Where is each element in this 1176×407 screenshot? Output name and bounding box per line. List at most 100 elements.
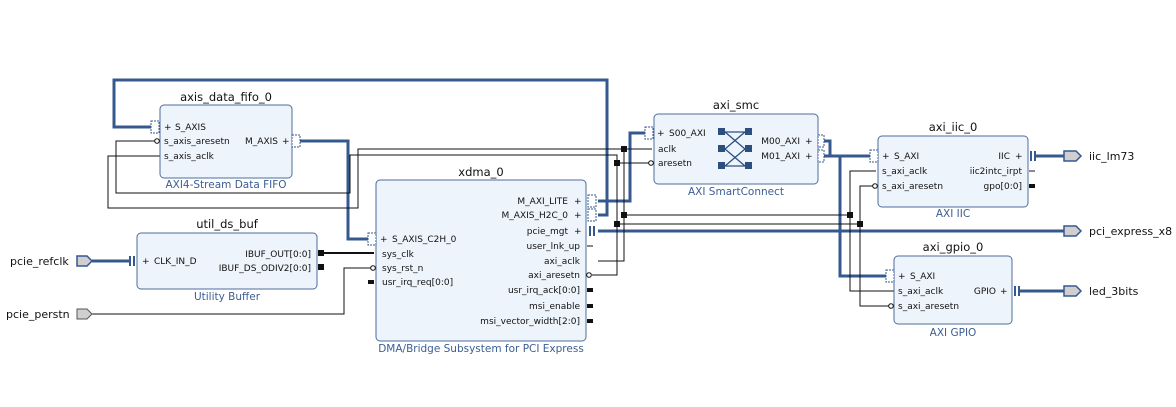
- pin-s-axi-aresetn[interactable]: s_axi_aresetn: [888, 302, 959, 312]
- pin-stub: [1029, 184, 1035, 188]
- port-pcie-refclk[interactable]: pcie_refclk: [10, 255, 94, 268]
- block-subtitle: AXI IIC: [936, 208, 970, 220]
- pin-pcie-mgt[interactable]: pcie_mgt +: [527, 226, 595, 237]
- pin-m01-axi[interactable]: M01_AXI +: [761, 149, 825, 163]
- port-pci-express-x8[interactable]: pci_express_x8: [1063, 225, 1172, 238]
- block-subtitle: DMA/Bridge Subsystem for PCI Express: [378, 343, 584, 355]
- svg-text:S_AXIS: S_AXIS: [175, 123, 206, 133]
- pin-m00-axi[interactable]: M00_AXI +: [761, 134, 825, 148]
- inverted-pin-icon: [370, 265, 376, 271]
- pin-aclk[interactable]: aclk: [658, 145, 677, 155]
- svg-text:s_axi_aclk: s_axi_aclk: [898, 287, 944, 297]
- svg-text:axi_aresetn: axi_aresetn: [528, 271, 580, 281]
- pin-usr-irq-ack[interactable]: usr_irq_ack[0:0]: [508, 286, 593, 296]
- pin-gpio[interactable]: GPIO +: [974, 286, 1020, 297]
- svg-text:M01_AXI: M01_AXI: [761, 152, 800, 162]
- block-title: xdma_0: [458, 165, 503, 179]
- net-h2c-to-fifo[interactable]: [112, 78, 609, 217]
- pin-user-lnk-up[interactable]: user_lnk_up: [527, 242, 593, 252]
- bus-connector-icon: [885, 269, 895, 283]
- svg-text:msi_enable: msi_enable: [529, 302, 580, 312]
- pin-axi-aclk[interactable]: axi_aclk: [544, 257, 581, 267]
- port-iic-lm73[interactable]: iic_lm73: [1063, 150, 1134, 163]
- pin-sys-clk[interactable]: sys_clk: [382, 250, 415, 260]
- plus-icon: +: [1015, 152, 1023, 162]
- pin-ibuf-ds-odiv2[interactable]: IBUF_DS_ODIV2[0:0]: [219, 264, 324, 274]
- pin-s-axis[interactable]: + S_AXIS: [150, 120, 206, 134]
- block-axi-smartconnect[interactable]: axi_smc + S00_AXI aclk aresetn M00_AXI +: [644, 98, 825, 198]
- block-title: axi_gpio_0: [923, 240, 984, 254]
- net-axi-aclk[interactable]: [107, 148, 896, 292]
- net-m01-to-gpio[interactable]: [824, 154, 892, 278]
- pin-usr-irq-req[interactable]: usr_irq_req[0:0]: [368, 278, 453, 288]
- net-fifo-to-c2h[interactable]: [298, 139, 372, 241]
- plus-icon: +: [380, 235, 388, 245]
- bus-connector-icon: [869, 149, 879, 163]
- pin-s-axis-c2h-0[interactable]: + S_AXIS_C2H_0: [367, 232, 457, 246]
- block-util-ds-buf[interactable]: util_ds_buf + CLK_IN_D IBUF_OUT[0:0] IBU…: [129, 217, 324, 303]
- pin-clk-in-d[interactable]: + CLK_IN_D: [129, 256, 197, 267]
- pin-axi-aresetn[interactable]: axi_aresetn: [528, 271, 592, 281]
- svg-text:aresetn: aresetn: [658, 159, 692, 169]
- svg-text:axi_aclk: axi_aclk: [544, 257, 581, 267]
- pin-m-axi-lite[interactable]: M_AXI_LITE +: [517, 194, 597, 208]
- pin-gpo[interactable]: gpo[0:0]: [984, 182, 1035, 192]
- pin-s-axis-aclk[interactable]: s_axis_aclk: [164, 152, 215, 162]
- pin-s00-axi[interactable]: + S00_AXI: [644, 126, 706, 140]
- block-axi-iic[interactable]: axi_iic_0 + S_AXI s_axi_aclk s_axi_arese…: [869, 120, 1036, 220]
- pin-m-axis[interactable]: M_AXIS +: [245, 134, 301, 148]
- pin-s-axi-aresetn[interactable]: s_axi_aresetn: [872, 182, 943, 192]
- bus-connector-icon: [587, 208, 597, 222]
- block-body[interactable]: [877, 135, 1029, 208]
- pin-s-axi-aclk[interactable]: s_axi_aclk: [882, 167, 928, 177]
- net-axi-aresetn[interactable]: [115, 140, 896, 307]
- block-body[interactable]: [136, 232, 318, 290]
- pin-msi-vector-width[interactable]: msi_vector_width[2:0]: [480, 317, 593, 327]
- output-port-icon: [1063, 150, 1083, 162]
- svg-text:pcie_mgt: pcie_mgt: [527, 227, 569, 237]
- block-axi-gpio[interactable]: axi_gpio_0 + S_AXI s_axi_aclk s_axi_ares…: [885, 240, 1020, 339]
- block-body[interactable]: [893, 255, 1013, 325]
- net-perstn[interactable]: [92, 267, 374, 315]
- net-axilite-to-smc[interactable]: [598, 131, 648, 203]
- svg-text:gpo[0:0]: gpo[0:0]: [984, 182, 1022, 192]
- pin-s-axi[interactable]: + S_AXI: [885, 269, 935, 283]
- port-led-3bits[interactable]: led_3bits: [1063, 285, 1139, 298]
- pin-msi-enable[interactable]: msi_enable: [529, 302, 593, 312]
- svg-text:S_AXIS_C2H_0: S_AXIS_C2H_0: [392, 235, 457, 245]
- pin-m-axis-h2c-0[interactable]: M_AXIS_H2C_0 +: [502, 208, 597, 222]
- svg-text:usr_irq_ack[0:0]: usr_irq_ack[0:0]: [508, 286, 580, 296]
- block-title: axi_smc: [713, 98, 759, 112]
- svg-text:CLK_IN_D: CLK_IN_D: [154, 257, 197, 267]
- svg-text:s_axis_aresetn: s_axis_aresetn: [164, 137, 230, 147]
- pin-s-axis-aresetn[interactable]: s_axis_aresetn: [154, 137, 230, 147]
- nets: [92, 78, 1064, 315]
- junction-dot: [614, 160, 620, 166]
- bus-connector-icon: [644, 126, 654, 140]
- pin-aresetn[interactable]: aresetn: [648, 159, 692, 169]
- svg-text:IBUF_OUT[0:0]: IBUF_OUT[0:0]: [245, 250, 311, 260]
- block-body[interactable]: [375, 179, 587, 342]
- pin-ibuf-out[interactable]: IBUF_OUT[0:0]: [245, 250, 324, 260]
- plus-icon: +: [574, 197, 582, 207]
- svg-text:S_AXI: S_AXI: [894, 152, 919, 162]
- bus-connector-icon: [817, 134, 825, 148]
- port-pcie-perstn[interactable]: pcie_perstn: [6, 308, 93, 321]
- pin-s-axi-aclk[interactable]: s_axi_aclk: [898, 287, 944, 297]
- block-body[interactable]: [653, 113, 819, 185]
- pin-s-axi[interactable]: + S_AXI: [869, 149, 919, 163]
- pin-stub: [318, 250, 324, 256]
- block-subtitle: AXI GPIO: [930, 327, 977, 339]
- block-xdma[interactable]: xdma_0 + S_AXIS_C2H_0 sys_clk sys_rst_n …: [367, 165, 597, 355]
- junction-dot: [847, 212, 853, 218]
- svg-text:S_AXI: S_AXI: [910, 272, 935, 282]
- pin-iic2intc-irpt[interactable]: iic2intc_irpt: [970, 167, 1035, 177]
- svg-text:led_3bits: led_3bits: [1089, 285, 1139, 298]
- net-m00-to-iic[interactable]: [824, 139, 872, 158]
- pin-stub: [318, 264, 324, 270]
- block-subtitle: AXI SmartConnect: [688, 186, 784, 198]
- pin-sys-rst-n[interactable]: sys_rst_n: [370, 264, 424, 274]
- block-axis-data-fifo[interactable]: axis_data_fifo_0 + S_AXIS s_axis_aresetn…: [150, 90, 301, 191]
- pin-iic[interactable]: IIC +: [998, 151, 1036, 162]
